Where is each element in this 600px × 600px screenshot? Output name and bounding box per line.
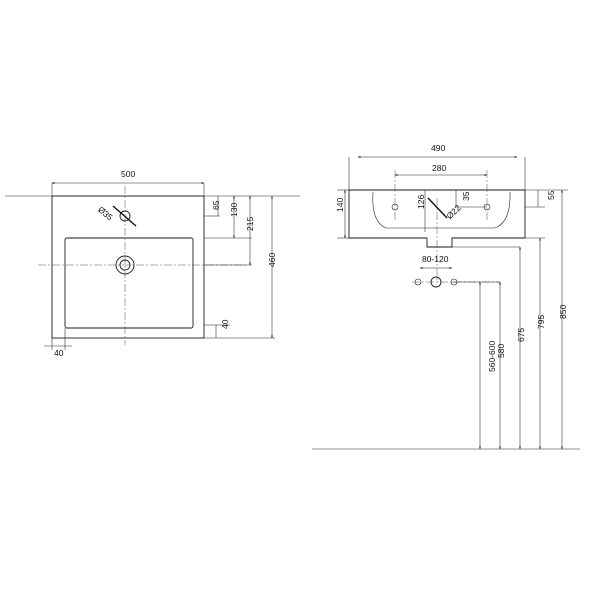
drain-outer <box>115 255 135 275</box>
hole-leader <box>112 205 137 227</box>
dim-215: 215 <box>245 217 255 231</box>
basin-outline <box>51 195 205 339</box>
tap-hole <box>119 210 131 222</box>
dim-140: 140 <box>335 198 345 212</box>
dim-280: 280 <box>432 163 446 173</box>
dim-55: 55 <box>546 190 556 200</box>
dim-580: 580 <box>496 344 506 358</box>
bowl-profile <box>372 191 511 229</box>
dim-500: 500 <box>121 169 135 179</box>
dim-130: 130 <box>229 203 239 217</box>
dim-80-120: 80-120 <box>422 254 449 264</box>
dim-40-bottom: 40 <box>54 348 64 358</box>
dim-795: 795 <box>536 315 546 329</box>
dim-490: 490 <box>431 143 445 153</box>
dim-460: 460 <box>267 253 277 267</box>
dim-850: 850 <box>558 305 568 319</box>
dim-40-right: 40 <box>220 319 230 329</box>
top-view: 500 Ø35 65 130 215 460 40 40 <box>5 169 300 358</box>
drain-inner <box>119 259 131 271</box>
dim-d22: Ø22 <box>444 202 463 221</box>
dim-675: 675 <box>516 328 526 342</box>
dim-d35: Ø35 <box>96 204 115 222</box>
dim-126: 126 <box>416 195 426 209</box>
dim-65: 65 <box>211 200 221 210</box>
side-view: Ø22 490 280 140 126 35 55 80-120 <box>312 143 580 450</box>
inner-bowl <box>64 237 194 329</box>
d22-leader <box>427 197 448 219</box>
dim-560-600: 560-600 <box>487 341 497 372</box>
dim-35: 35 <box>461 191 471 201</box>
